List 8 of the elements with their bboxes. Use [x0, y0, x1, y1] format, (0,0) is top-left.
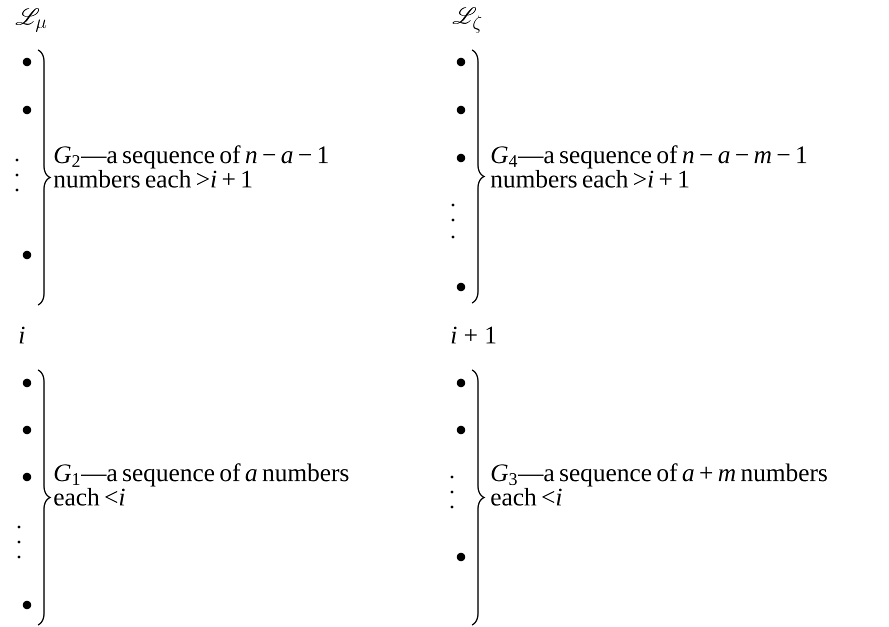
math-label: $\mathscr{L}_{\zeta}$: [452, 6, 482, 33]
sequence-description: G$_{4}$—a sequence of n − a − m − 1 numbers each >i + 1: [490, 145, 806, 188]
sequence-description: G$_{3}$—a sequence of a + m numbers each <i: [491, 463, 827, 506]
sequence-description: G$_{2}$—a sequence of n − a − 1 numbers each >i + 1: [54, 145, 328, 188]
math-label: $\mathscr{L}_{\mu}$: [16, 8, 46, 32]
variable-label: i + 1: [452, 326, 496, 344]
variable-label: i: [20, 326, 25, 344]
sequence-description: G$_{1}$—a sequence of a numbers each <i: [54, 463, 348, 506]
